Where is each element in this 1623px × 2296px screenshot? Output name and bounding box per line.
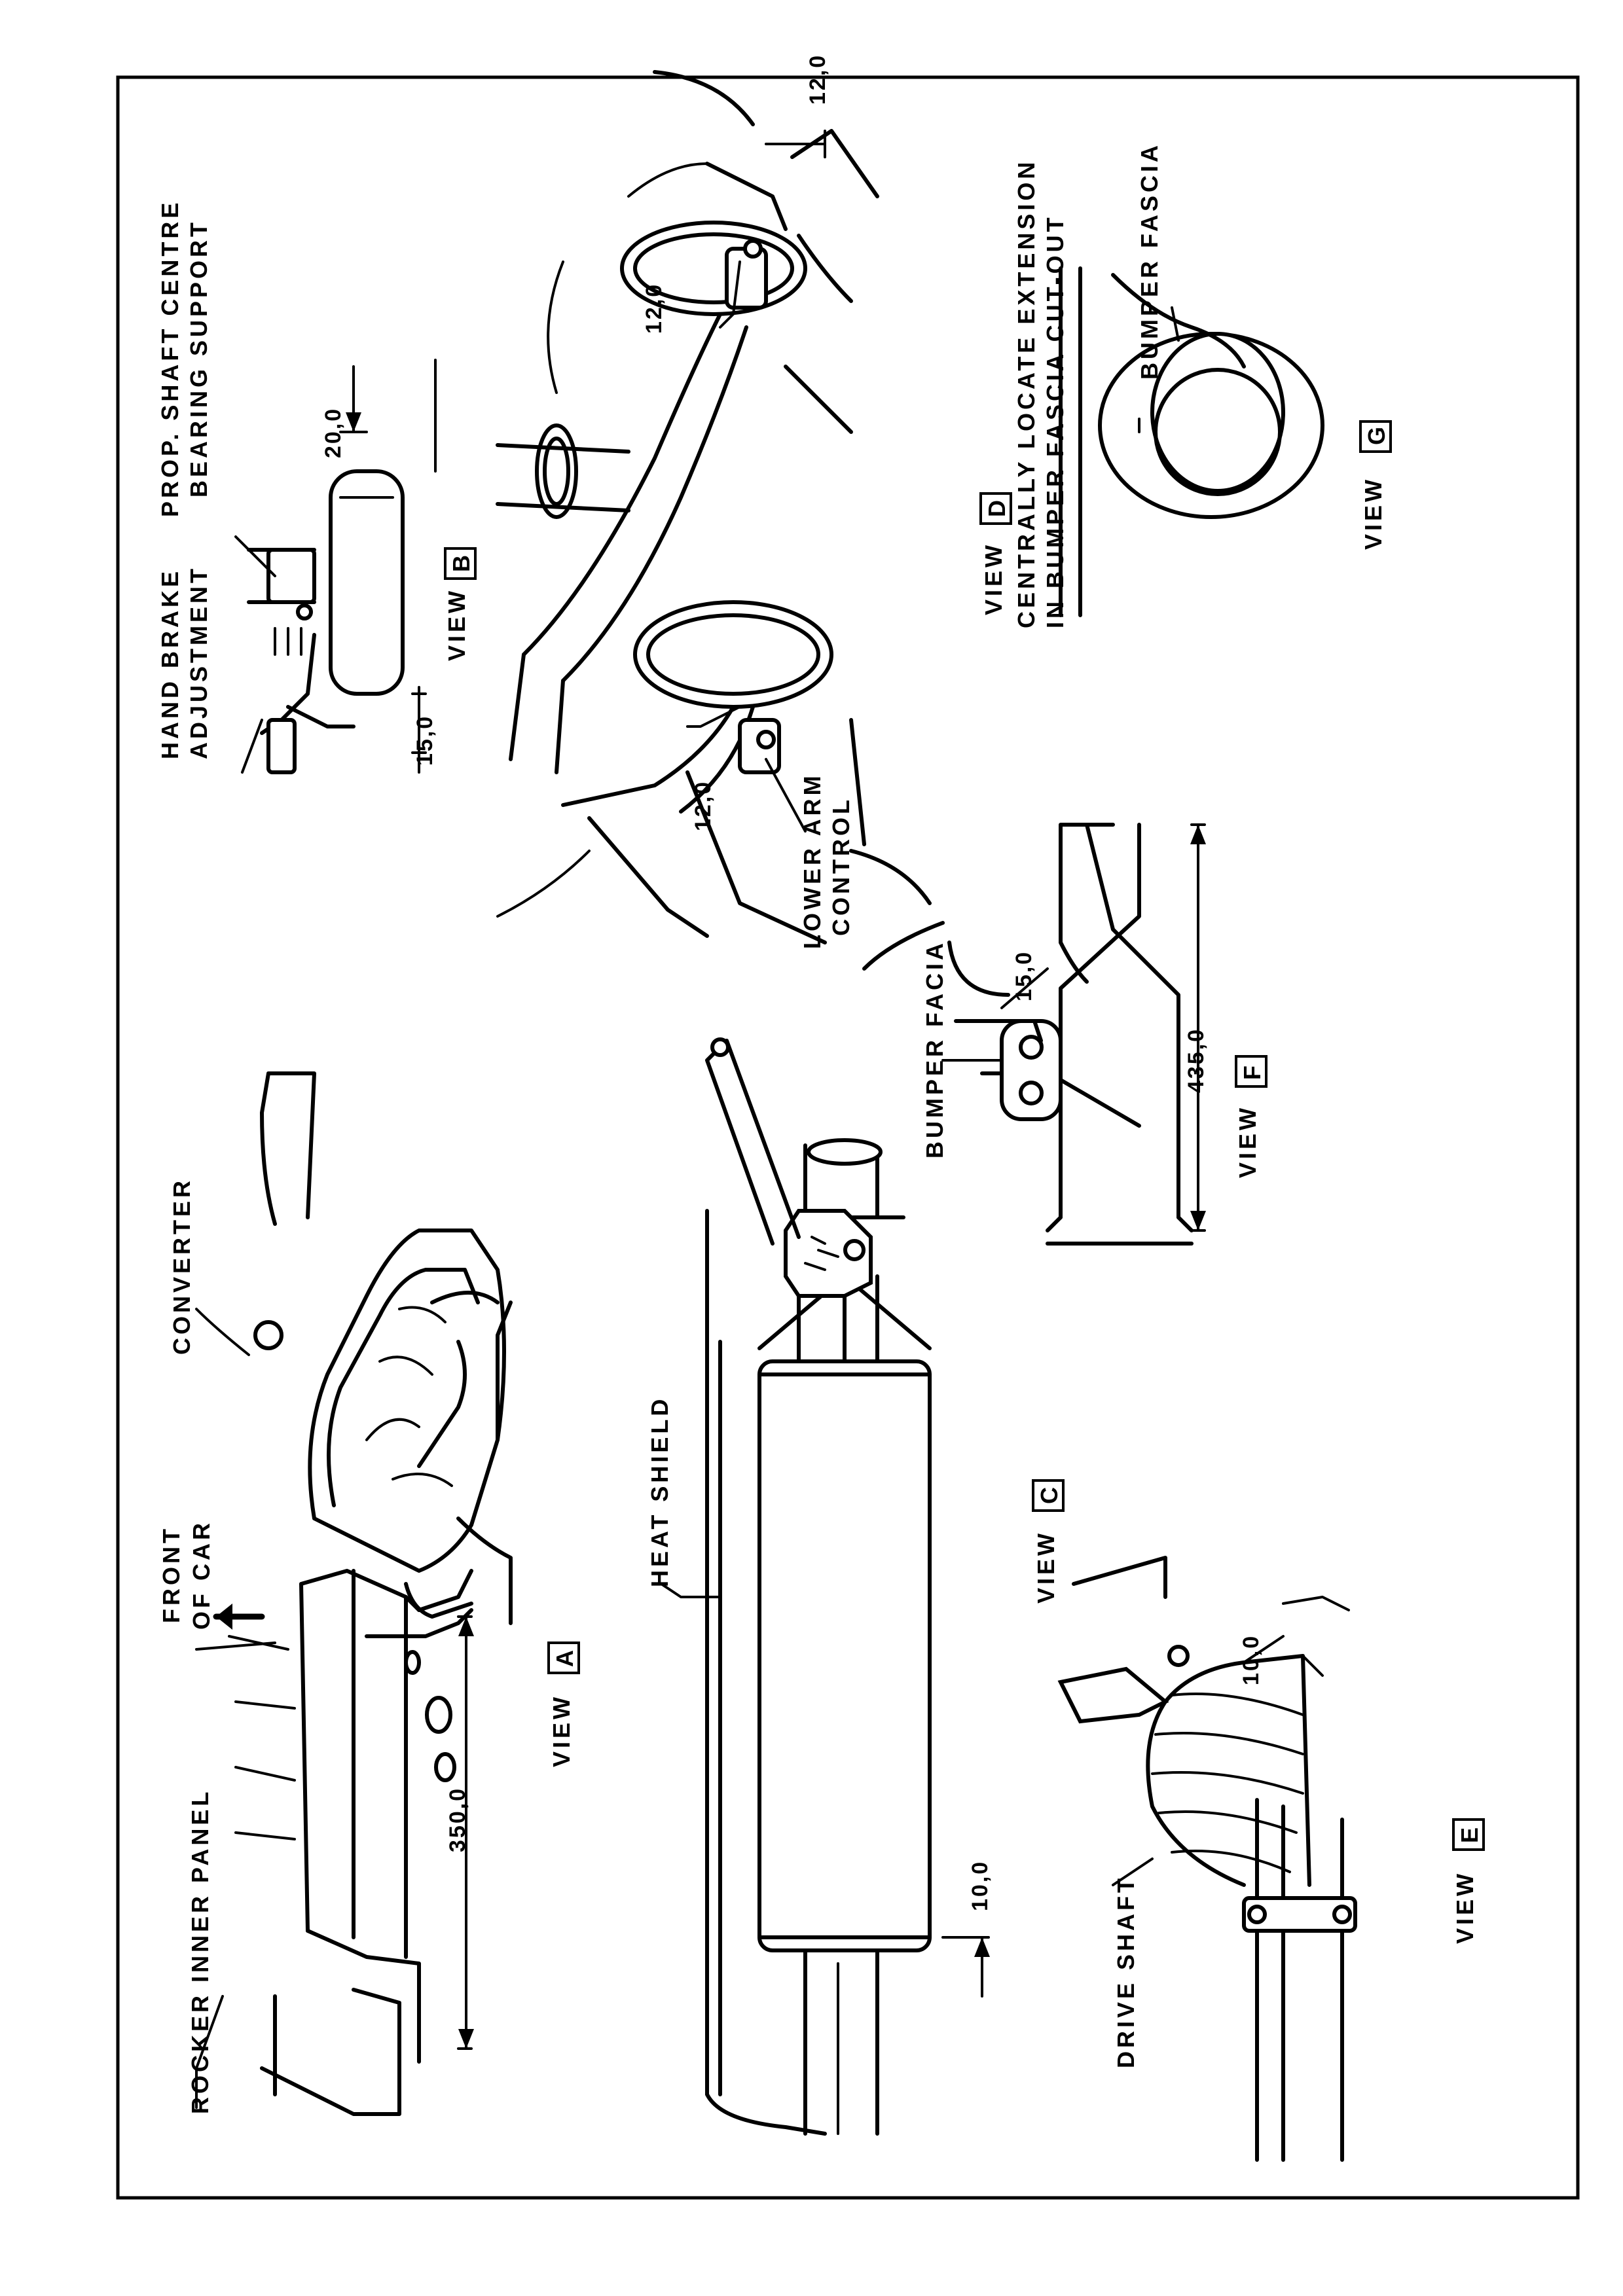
view-e-letter-box: [1452, 1818, 1485, 1851]
view-e-title: VIEW: [1451, 1871, 1478, 1944]
view-f-bumper-facia-label: BUMPER FACIA: [921, 940, 948, 1158]
view-b-letter-box: [444, 547, 477, 580]
view-c-dimension-10: 10,0: [968, 1860, 993, 1911]
view-g-drawing: [1059, 266, 1324, 617]
hand-brake-label-line2: ADJUSTMENT: [185, 565, 212, 759]
view-c-letter: C: [1036, 1487, 1063, 1504]
view-d-title: VIEW: [980, 542, 1007, 615]
prop-shaft-label-line1: PROP. SHAFT CENTRE: [156, 200, 183, 517]
view-a-title: VIEW: [548, 1694, 575, 1767]
view-f-dimension-15: 15,0: [1012, 950, 1036, 1001]
view-d-dimension-12-top: 12,0: [805, 54, 830, 105]
centrally-locate-label-line2: IN BUMPER FASCIA CUT-OUT: [1042, 214, 1068, 628]
page-border: [116, 75, 1580, 2200]
heat-shield-label: HEAT SHIELD: [646, 1396, 673, 1587]
centrally-locate-label-line1: CENTRALLY LOCATE EXTENSION: [1013, 159, 1040, 628]
view-e-drawing: [1057, 1556, 1357, 2162]
front-of-car-label-line1: FRONT: [158, 1526, 185, 1623]
view-f-dimension-435: 435,0: [1184, 1028, 1209, 1093]
view-b-dimension-15: 15,0: [412, 715, 437, 766]
view-d-letter-box: [979, 492, 1012, 525]
view-d-dimension-12-mid: 12,0: [642, 283, 666, 334]
view-e-letter: E: [1456, 1827, 1483, 1843]
lower-arm-control-label-line1: LOWER ARM: [799, 772, 826, 949]
view-g-letter-box: [1359, 420, 1392, 453]
lower-arm-control-label-line2: CONTROL: [828, 797, 854, 936]
view-c-letter-box: [1032, 1479, 1065, 1512]
front-of-car-label-line2: OF CAR: [188, 1520, 215, 1630]
view-c-title: VIEW: [1032, 1530, 1059, 1604]
prop-shaft-label-line2: BEARING SUPPORT: [185, 219, 212, 497]
view-g-bumper-fascia-label: BUMPER FASCIA: [1136, 142, 1163, 380]
converter-label: CONVERTER: [168, 1177, 195, 1355]
view-e-dimension-10: 10,0: [1239, 1634, 1264, 1685]
view-b-dimension-20: 20,0: [321, 407, 346, 458]
view-a-drawing: [195, 1071, 513, 2116]
view-b-drawing: [234, 359, 437, 774]
drive-shaft-label: DRIVE SHAFT: [1112, 1875, 1139, 2068]
view-a-letter-box: [547, 1641, 580, 1674]
view-a-dimension-350: 350,0: [445, 1787, 470, 1852]
view-b-title: VIEW: [443, 588, 470, 661]
hand-brake-label-line1: HAND BRAKE: [156, 568, 183, 759]
view-b-letter: B: [448, 555, 475, 572]
view-d-dimension-12-low: 12,0: [691, 780, 716, 831]
view-g-title: VIEW: [1360, 476, 1387, 550]
view-g-letter: G: [1363, 427, 1390, 445]
view-a-letter: A: [551, 1650, 578, 1667]
view-c-drawing: [660, 1037, 990, 2136]
view-f-letter: F: [1239, 1066, 1266, 1080]
view-d-letter: D: [983, 500, 1010, 517]
view-f-drawing: [862, 823, 1206, 1246]
view-f-letter-box: [1235, 1055, 1267, 1088]
rocker-inner-panel-label: ROCKER INNER PANEL: [187, 1789, 213, 2114]
view-f-title: VIEW: [1234, 1105, 1261, 1178]
view-d-drawing: [496, 70, 932, 944]
